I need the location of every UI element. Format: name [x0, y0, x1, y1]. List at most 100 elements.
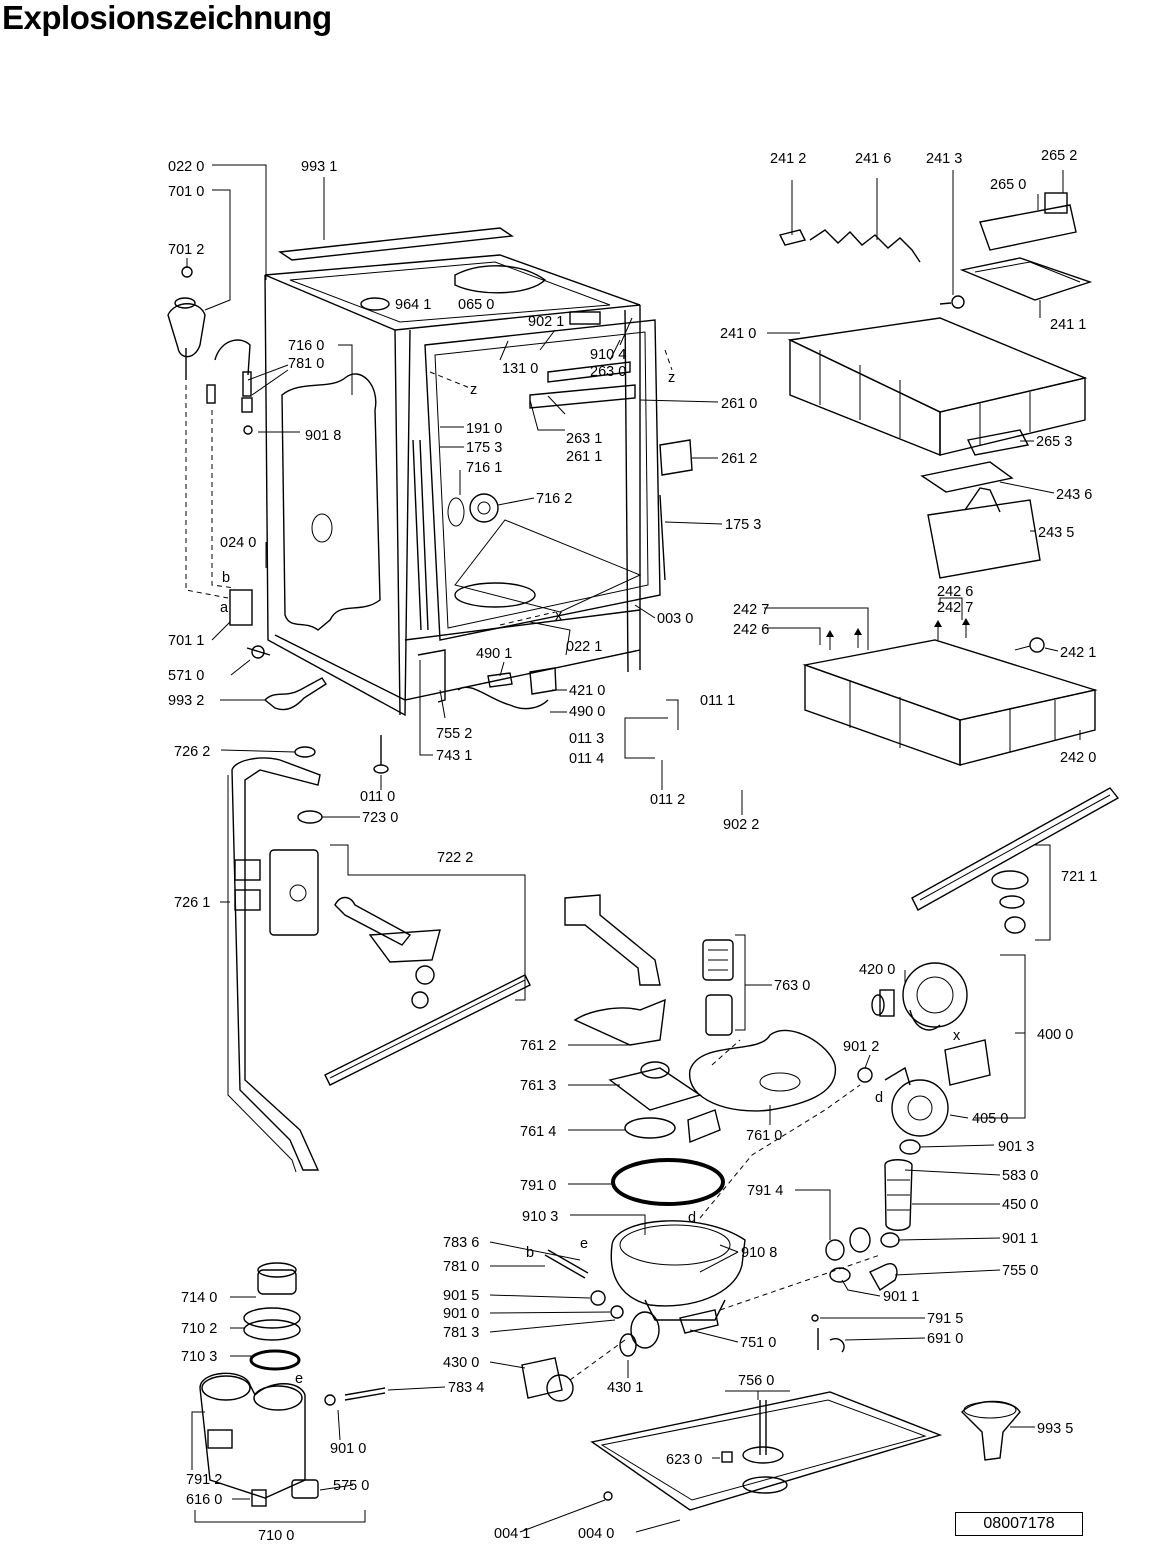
- part-label: 405 0: [972, 1111, 1008, 1127]
- part-label: 761 2: [520, 1038, 556, 1054]
- document-number-box: 08007178: [955, 1512, 1083, 1536]
- part-label: 901 3: [998, 1139, 1034, 1155]
- part-label: 242 6: [733, 622, 769, 638]
- part-label: 910 3: [522, 1209, 558, 1225]
- leader-lines: [186, 164, 1081, 1533]
- part-label: 964 1: [395, 297, 431, 313]
- salt-container-drawing: [199, 1262, 386, 1507]
- ref-letter: b: [526, 1245, 534, 1261]
- page-title: Explosionszeichnung: [2, 0, 332, 36]
- part-label: 993 5: [1037, 1421, 1073, 1437]
- sump-and-pump-drawing: [521, 894, 991, 1402]
- base-plate-drawing: [590, 1391, 1021, 1511]
- part-label: 781 0: [288, 356, 324, 372]
- ref-letter: d: [875, 1090, 883, 1106]
- part-label: 714 0: [181, 1290, 217, 1306]
- part-label: 263 0: [590, 364, 626, 380]
- part-label: 710 0: [258, 1528, 294, 1544]
- part-label: 003 0: [657, 611, 693, 627]
- part-label: 242 7: [937, 600, 973, 616]
- dishwasher-tub-drawing: [264, 227, 693, 717]
- part-label: 901 0: [330, 1441, 366, 1457]
- part-label: 756 0: [738, 1373, 774, 1389]
- ref-letter: x: [953, 1028, 961, 1044]
- part-label: 716 1: [466, 460, 502, 476]
- part-label: 430 1: [607, 1380, 643, 1396]
- part-label: 993 1: [301, 159, 337, 175]
- part-label: 011 0: [360, 789, 395, 805]
- part-label: 755 0: [1002, 1263, 1038, 1279]
- part-label: 450 0: [1002, 1197, 1038, 1213]
- part-label: 710 3: [181, 1349, 217, 1365]
- ref-letter: e: [580, 1236, 588, 1252]
- part-label: 993 2: [168, 693, 204, 709]
- part-label: 175 3: [466, 440, 502, 456]
- part-label: 265 2: [1041, 148, 1077, 164]
- ref-letter: d: [688, 1210, 696, 1226]
- part-label: 901 2: [843, 1039, 879, 1055]
- part-label: 723 0: [362, 810, 398, 826]
- left-side-parts-drawing: [167, 266, 327, 711]
- part-label: 901 1: [883, 1289, 919, 1305]
- ref-letter: e: [295, 1371, 303, 1387]
- part-label: 701 2: [168, 242, 204, 258]
- part-label: 701 1: [168, 633, 204, 649]
- part-label: 022 1: [566, 639, 602, 655]
- part-labels: 022 0 701 0 993 1 701 2 964 1 065 0 902 …: [168, 148, 1097, 1544]
- part-label: 131 0: [502, 361, 538, 377]
- part-label: 241 1: [1050, 317, 1086, 333]
- part-label: 763 0: [774, 978, 810, 994]
- part-label: 691 0: [927, 1331, 963, 1347]
- part-label: 241 6: [855, 151, 891, 167]
- part-label: 791 0: [520, 1178, 556, 1194]
- part-label: 781 0: [443, 1259, 479, 1275]
- part-label: 901 8: [305, 428, 341, 444]
- part-label: 721 1: [1061, 869, 1097, 885]
- part-label: 490 0: [569, 704, 605, 720]
- part-label: 420 0: [859, 962, 895, 978]
- part-label: 400 0: [1037, 1027, 1073, 1043]
- part-label: 241 3: [926, 151, 962, 167]
- part-label: 761 0: [746, 1128, 782, 1144]
- ref-letter: a: [220, 600, 229, 616]
- ref-letter: x: [555, 608, 563, 624]
- part-label: 175 3: [725, 517, 761, 533]
- part-label: 901 5: [443, 1288, 479, 1304]
- part-label: 761 3: [520, 1078, 556, 1094]
- part-label: 004 0: [578, 1526, 614, 1542]
- part-label: 791 5: [927, 1311, 963, 1327]
- part-label: 242 1: [1060, 645, 1096, 661]
- part-label: 783 6: [443, 1235, 479, 1251]
- part-label: 783 4: [448, 1380, 484, 1396]
- part-label: 242 0: [1060, 750, 1096, 766]
- part-label: 791 2: [186, 1472, 222, 1488]
- part-label: 910 8: [741, 1245, 777, 1261]
- part-label: 902 2: [723, 817, 759, 833]
- part-label: 761 4: [520, 1124, 556, 1140]
- part-label: 011 1: [700, 693, 735, 709]
- part-label: 011 2: [650, 792, 685, 808]
- part-label: 421 0: [569, 683, 605, 699]
- part-label: 490 1: [476, 646, 512, 662]
- part-label: 755 2: [436, 726, 472, 742]
- part-label: 065 0: [458, 297, 494, 313]
- reference-letters: z z x x a b d d e e b: [220, 370, 961, 1387]
- part-label: 716 0: [288, 338, 324, 354]
- part-label: 242 7: [733, 602, 769, 618]
- part-label: 011 4: [569, 751, 604, 767]
- part-label: 583 0: [1002, 1168, 1038, 1184]
- part-label: 902 1: [528, 314, 564, 330]
- part-label: 011 3: [569, 731, 604, 747]
- part-label: 623 0: [666, 1452, 702, 1468]
- part-label: 901 0: [443, 1306, 479, 1322]
- spray-pipe-drawing: [227, 735, 531, 1173]
- ref-letter: z: [668, 370, 675, 386]
- part-label: 722 2: [437, 850, 473, 866]
- part-label: 430 0: [443, 1355, 479, 1371]
- upper-spray-arm-drawing: [911, 787, 1120, 934]
- part-label: 191 0: [466, 421, 502, 437]
- part-label: 263 1: [566, 431, 602, 447]
- part-label: 726 1: [174, 895, 210, 911]
- part-label: 781 3: [443, 1325, 479, 1341]
